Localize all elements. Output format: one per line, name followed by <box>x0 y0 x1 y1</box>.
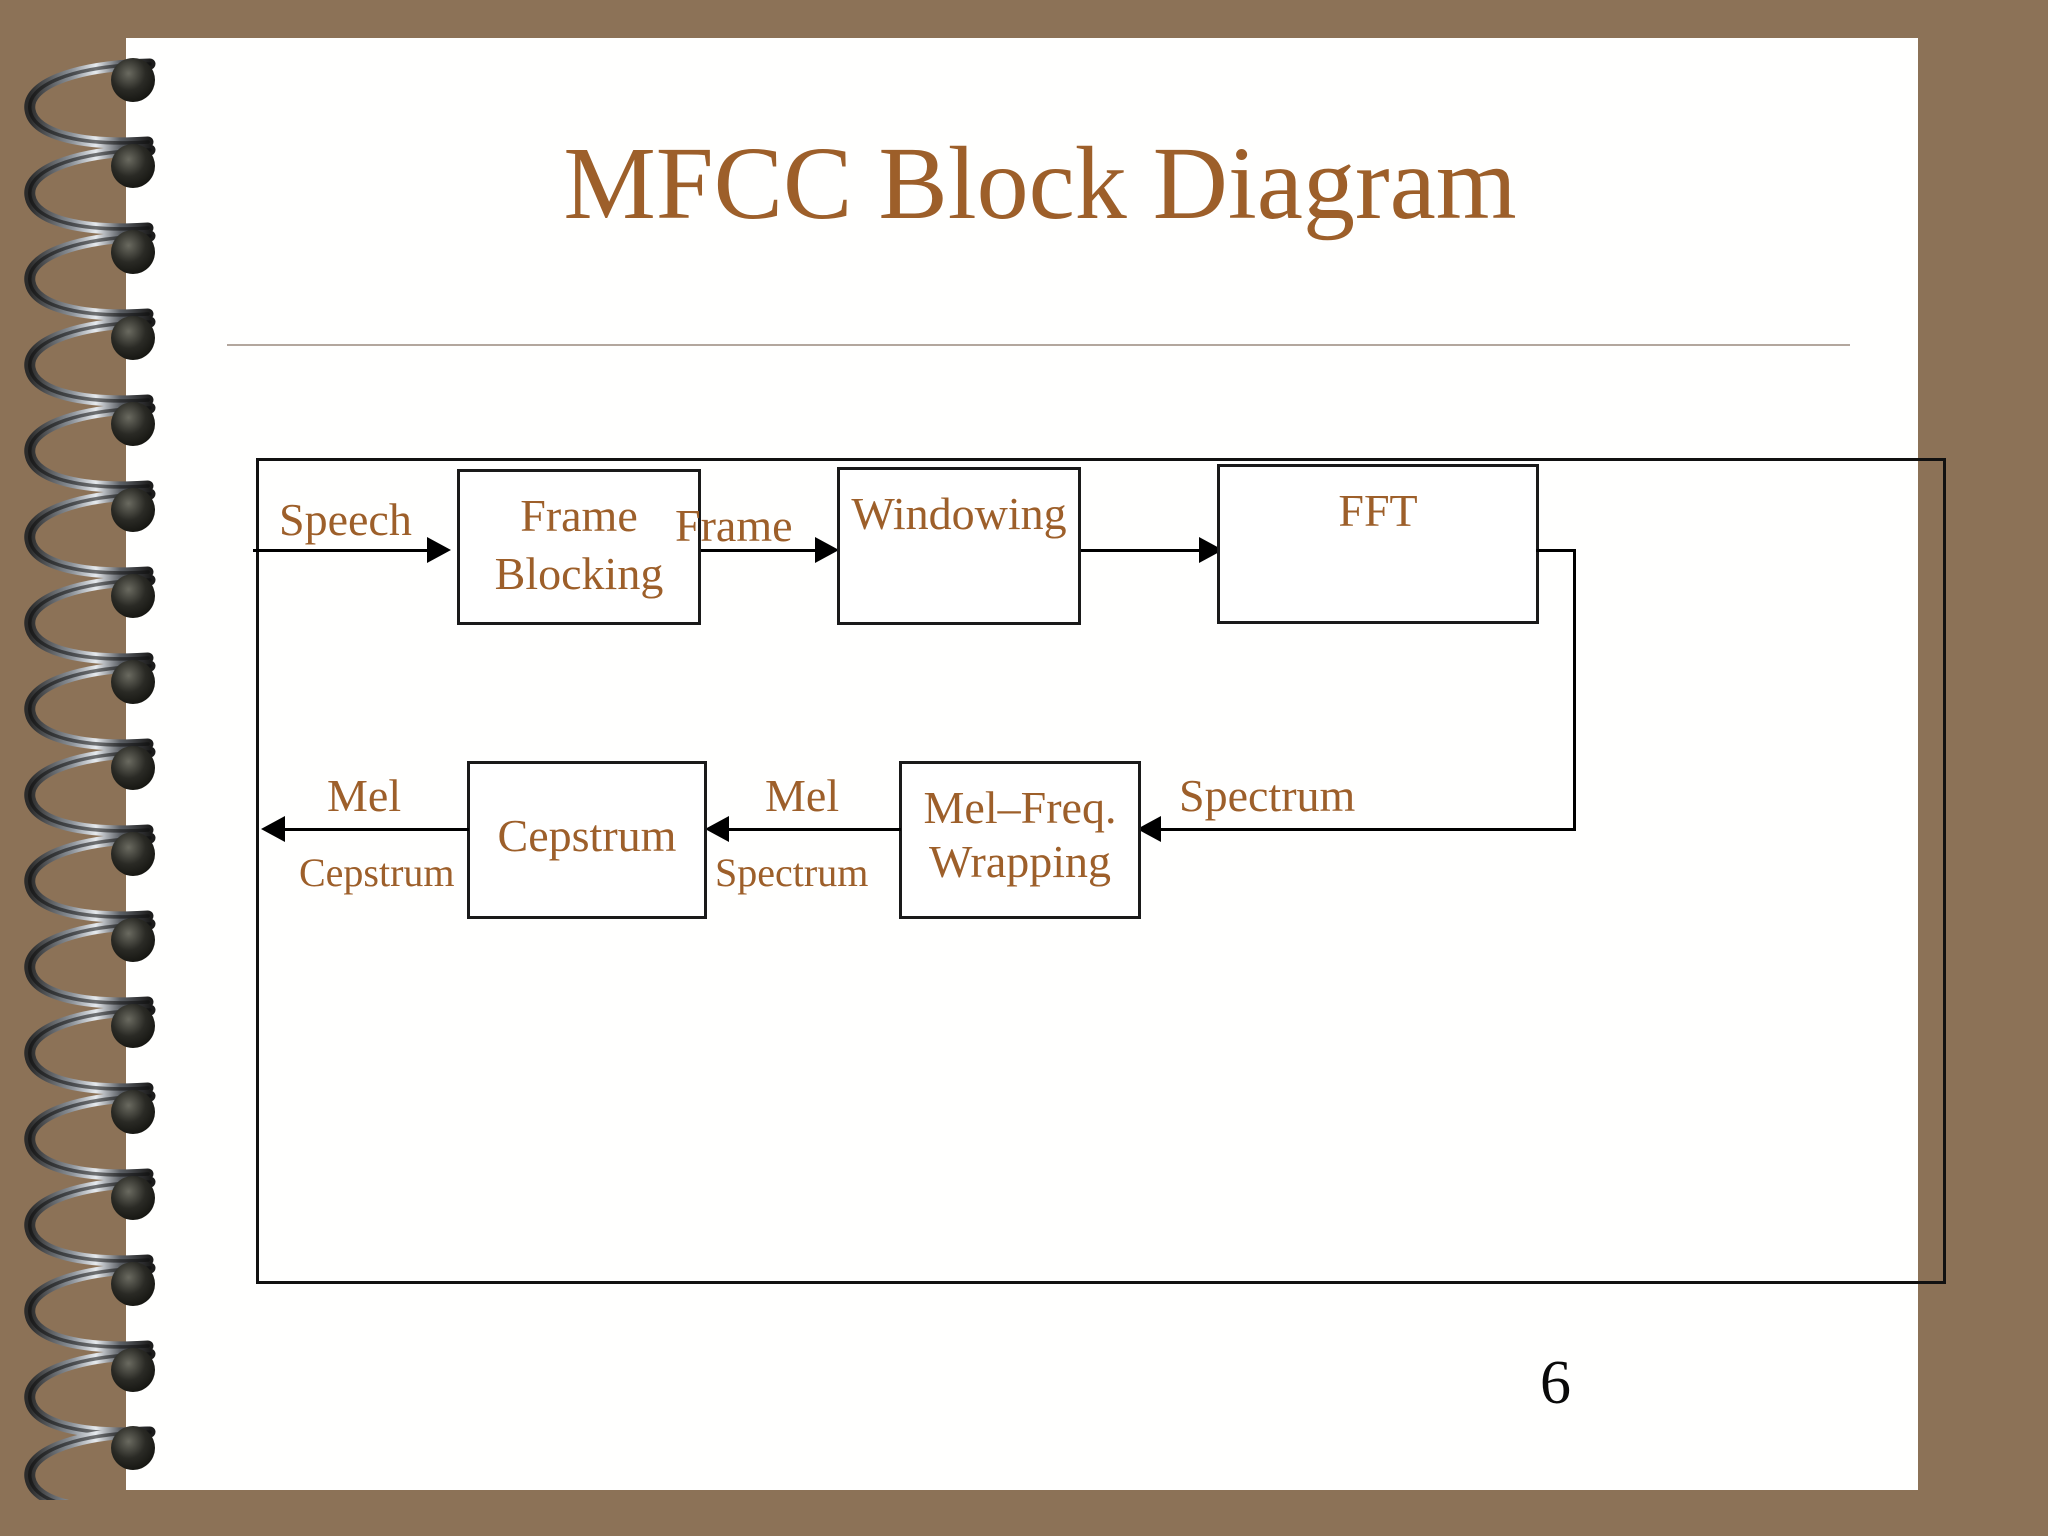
edge-frame-line <box>701 549 821 552</box>
node-cepstrum-label: Cepstrum <box>497 810 677 861</box>
mfcc-block-diagram: Speech Frame Blocking Frame Windowing FF… <box>253 458 1946 1284</box>
edge-label-mel-spectrum-line1: Mel <box>765 770 840 821</box>
edge-spectrum-vertical <box>1573 549 1576 831</box>
node-windowing: Windowing <box>837 467 1081 625</box>
edge-mel-cepstrum-arrowhead <box>261 816 285 842</box>
edge-speech-line <box>253 549 429 552</box>
page-number: 6 <box>1540 1349 1571 1417</box>
edge-mel-spectrum-arrowhead <box>705 816 729 842</box>
edge-label-mel-cepstrum-line1: Mel <box>327 770 402 821</box>
node-mel-freq-wrapping-line1: Mel–Freq. <box>923 782 1117 833</box>
edge-label-spectrum: Spectrum <box>1179 770 1356 821</box>
node-frame-blocking-line1: Frame <box>520 490 638 541</box>
edge-label-speech: Speech <box>279 494 412 545</box>
edge-spectrum-arrowhead <box>1137 816 1161 842</box>
edge-windowed-line <box>1081 549 1207 552</box>
edge-mel-cepstrum-line <box>281 828 469 831</box>
edge-label-mel-cepstrum-line2: Cepstrum <box>299 850 455 895</box>
page-title: MFCC Block Diagram <box>563 126 1517 241</box>
edge-frame-arrowhead <box>815 537 839 563</box>
node-windowing-label: Windowing <box>851 488 1067 539</box>
node-cepstrum: Cepstrum <box>467 761 707 919</box>
edge-label-frame: Frame <box>675 500 793 551</box>
edge-label-mel-spectrum-line2: Spectrum <box>715 850 869 895</box>
title-divider <box>227 344 1850 346</box>
node-fft-label: FFT <box>1338 485 1418 536</box>
edge-mel-spectrum-line <box>727 828 901 831</box>
edge-spectrum-horizontal <box>1159 828 1576 831</box>
edge-spectrum-stub <box>1536 549 1576 552</box>
node-mel-freq-wrapping: Mel–Freq. Wrapping <box>899 761 1141 919</box>
node-frame-blocking: Frame Blocking <box>457 469 701 625</box>
node-fft: FFT <box>1217 464 1539 624</box>
node-mel-freq-wrapping-line2: Wrapping <box>928 835 1112 887</box>
edge-speech-arrowhead <box>427 537 451 563</box>
node-frame-blocking-line2: Blocking <box>494 547 664 599</box>
